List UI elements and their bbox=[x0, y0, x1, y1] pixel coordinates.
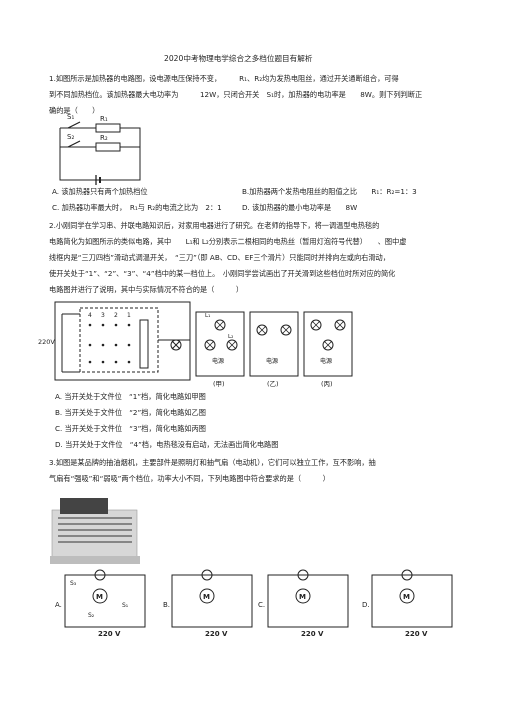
q2-voltage-label: 220V bbox=[38, 338, 55, 346]
q2-lamp-l1-label: L₁ bbox=[205, 313, 210, 319]
q2-panel-label-yi: (乙) bbox=[267, 380, 279, 388]
q3-line-2: 气扇有“强吸”和“弱吸”两个档位，功率大小不同，下列电路图中符合要求的是（ ） bbox=[49, 474, 330, 483]
q2-line-4: 使开关处于“1”、“2”、“3”、“4”档中的某一档位上。 小刚同学尝试画出了开… bbox=[49, 269, 396, 278]
q3-option-c-label: C. bbox=[258, 601, 265, 609]
q3-a-switch-s1: S₁ bbox=[122, 602, 129, 609]
q2-slot-1: 1 bbox=[127, 312, 131, 319]
q3-option-b-label: B. bbox=[163, 601, 170, 609]
q2-slot-3: 3 bbox=[101, 312, 105, 319]
q3-line-1: 3.如图是某品牌的抽油烟机，主要部件是照明灯和抽气扇（电动机），它们可以独立工作… bbox=[49, 458, 376, 467]
q3-voltage-d: 220 V bbox=[405, 630, 428, 638]
q2-line-2: 电路简化为如图所示的类似电路，其中 L₁和 L₂分别表示二根相同的电热丝（暂用灯… bbox=[49, 237, 407, 246]
q3-a-switch-s2: S₂ bbox=[88, 612, 95, 619]
q2-line-3: 线框内是“三刀四档”滑动式调温开关， “三刀”（即 AB、CD、EF三个滑片）只… bbox=[49, 253, 390, 262]
q1-label-s1: S₁ bbox=[67, 113, 74, 121]
q2-option-b: B. 当开关处于文件位 “2”档，简化电路如乙图 bbox=[55, 408, 206, 417]
q2-panel-label-jia: (甲) bbox=[213, 380, 225, 388]
q1-option-c: C. 加热器功率最大时， R₁与 R₂的电流之比为 2：1 bbox=[52, 203, 222, 212]
q3-motor-d: M bbox=[403, 593, 410, 601]
q2-option-d: D. 当开关处于文件位 “4”档，电热毯没有启动，无法画出简化电路图 bbox=[55, 440, 279, 449]
q1-label-s2: S₂ bbox=[67, 133, 74, 141]
q2-lamp-l2-label: L₂ bbox=[228, 334, 233, 340]
page-title: 2020中考物理电学综合之多档位题目有解析 bbox=[164, 54, 313, 63]
q2-panel-label-bing: (丙) bbox=[321, 380, 333, 388]
q2-option-a: A. 当开关处于文件位 “1”档，简化电路如甲图 bbox=[55, 392, 206, 401]
q2-option-c: C. 当开关处于文件位 “3”档，简化电路如丙图 bbox=[55, 424, 206, 433]
q2-supply-label-2: 电源 bbox=[266, 357, 278, 365]
q3-option-a-label: A. bbox=[55, 601, 62, 609]
q3-motor-a: M bbox=[96, 593, 103, 601]
q3-a-switch-s3: S₃ bbox=[70, 580, 77, 587]
q2-slot-2: 2 bbox=[114, 312, 118, 319]
q3-voltage-a: 220 V bbox=[98, 630, 121, 638]
q1-line-3: 确的是（ ） bbox=[49, 106, 100, 115]
q1-line-2: 到不同加热档位。该加热器最大电功率为 12W，只闭合开关 S₁时，加热器的电功率… bbox=[49, 90, 423, 99]
q1-option-d: D. 该加热器的最小电功率是 8W bbox=[242, 203, 358, 212]
q1-option-b: B.加热器两个发热电阻丝的阻值之比 R₁：R₂=1：3 bbox=[242, 187, 417, 196]
q3-option-d-label: D. bbox=[362, 601, 370, 609]
q2-slot-4: 4 bbox=[88, 312, 92, 319]
q3-motor-c: M bbox=[299, 593, 306, 601]
q3-voltage-b: 220 V bbox=[205, 630, 228, 638]
q1-label-r1: R₁ bbox=[100, 115, 108, 123]
q2-supply-label-3: 电源 bbox=[320, 357, 332, 365]
q1-label-r2: R₂ bbox=[100, 134, 108, 142]
q1-line-1: 1.如图所示是加热器的电路图，设电源电压保持不变， R₁、R₂均为发热电阻丝，通… bbox=[49, 74, 399, 83]
q2-line-5: 电路图并进行了说明，其中与实际情况不符合的是（ ） bbox=[49, 285, 244, 294]
q3-voltage-c: 220 V bbox=[301, 630, 324, 638]
q2-supply-label-1: 电源 bbox=[212, 357, 224, 365]
q2-line-1: 2.小刚同学在学习串、并联电路知识后，对家用电器进行了研究。在老师的指导下，将一… bbox=[49, 221, 380, 230]
q1-option-a: A. 该加热器只有两个加热档位 bbox=[52, 187, 148, 196]
q3-motor-b: M bbox=[203, 593, 210, 601]
